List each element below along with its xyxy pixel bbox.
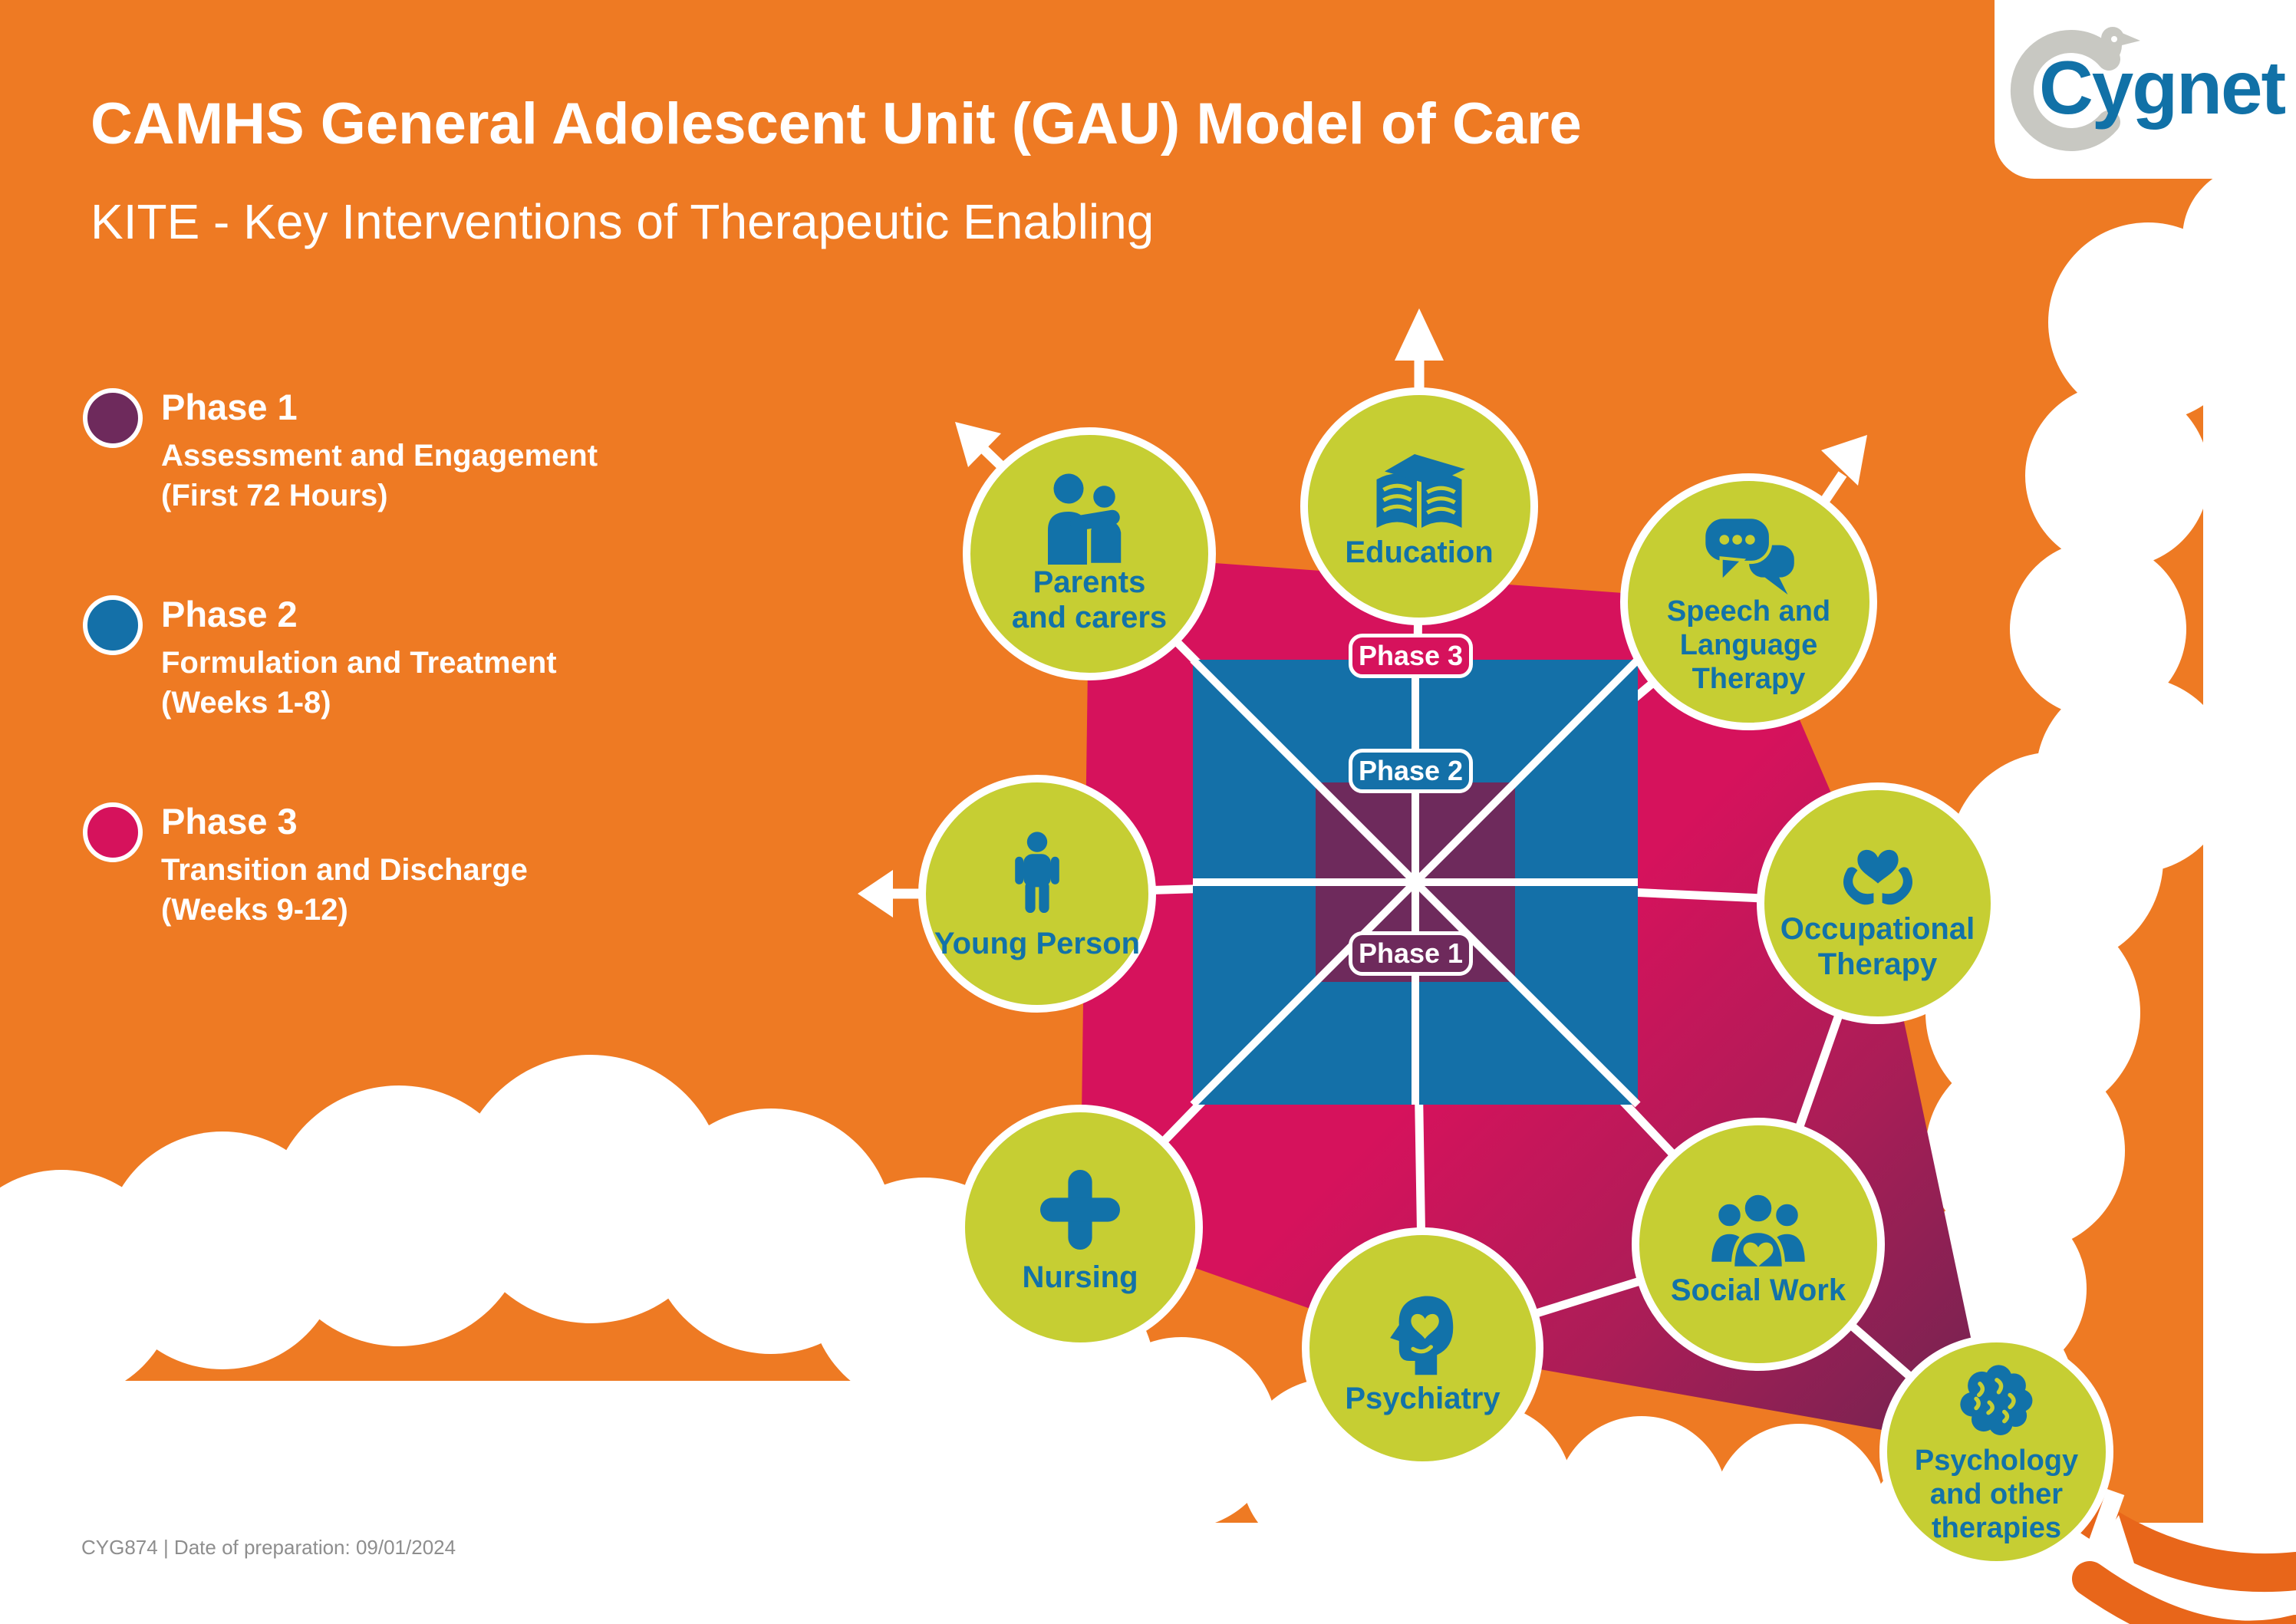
legend-phase3-title: Phase 3 <box>161 801 298 842</box>
legend-phase2-dot <box>83 595 143 655</box>
node-psychology-other-therapies: Psychology and other therapies <box>1879 1335 2113 1569</box>
cygnet-logo: Cygnet <box>1995 0 2296 179</box>
logo-wordmark: Cygnet <box>2039 45 2286 130</box>
arrow-up-right-icon <box>1821 435 1867 486</box>
hands-heart-icon <box>1824 825 1932 911</box>
node-parents-and-carers: Parents and carers <box>963 427 1216 680</box>
tail-arrow-icon <box>2080 1515 2134 1571</box>
legend-phase1-title: Phase 1 <box>161 387 298 427</box>
people-group-heart-icon <box>1701 1181 1816 1273</box>
page-subtitle: KITE - Key Interventions of Therapeutic … <box>91 194 1155 249</box>
education-icon <box>1362 443 1477 535</box>
arrow-up-icon <box>1395 308 1444 361</box>
node-education: Education <box>1300 387 1538 625</box>
node-psychiatry: Psychiatry <box>1302 1227 1543 1469</box>
parents-carers-icon <box>1032 473 1147 565</box>
legend-phase2-title: Phase 2 <box>161 594 298 634</box>
node-nursing: Nursing <box>957 1105 1203 1350</box>
kite-phase3-label: Phase 3 <box>1349 634 1473 678</box>
brain-icon <box>1947 1359 2047 1444</box>
node-occupational-therapy: Occupational Therapy <box>1757 782 1998 1024</box>
node-young-person: Young Person <box>918 775 1156 1013</box>
page-title: CAMHS General Adolescent Unit (GAU) Mode… <box>91 91 1582 156</box>
kite-phase1-label: Phase 1 <box>1349 931 1473 976</box>
legend-phase3-description: Transition and Discharge (Weeks 9-12) <box>161 853 528 927</box>
legend-phase3-dot <box>83 802 143 862</box>
head-heart-icon <box>1373 1281 1473 1381</box>
node-social-work: Social Work <box>1632 1118 1885 1371</box>
speech-bubbles-icon <box>1695 509 1803 595</box>
arrow-left-icon <box>858 870 893 917</box>
arrow-up-left-icon <box>955 422 1001 467</box>
kite-inner-struts <box>1190 657 1641 1108</box>
swan-icon <box>2010 27 2140 151</box>
young-person-icon <box>991 826 1083 926</box>
medical-cross-icon <box>1030 1160 1130 1260</box>
legend-phase1-dot <box>83 388 143 448</box>
kite-phase2-label: Phase 2 <box>1349 749 1473 793</box>
footer-reference: CYG874 | Date of preparation: 09/01/2024 <box>81 1536 456 1559</box>
legend-phase1-description: Assessment and Engagement (First 72 Hour… <box>161 439 598 512</box>
node-speech-language-therapy: Speech and Language Therapy <box>1620 473 1877 730</box>
legend-phase2-description: Formulation and Treatment (Weeks 1-8) <box>161 646 557 720</box>
